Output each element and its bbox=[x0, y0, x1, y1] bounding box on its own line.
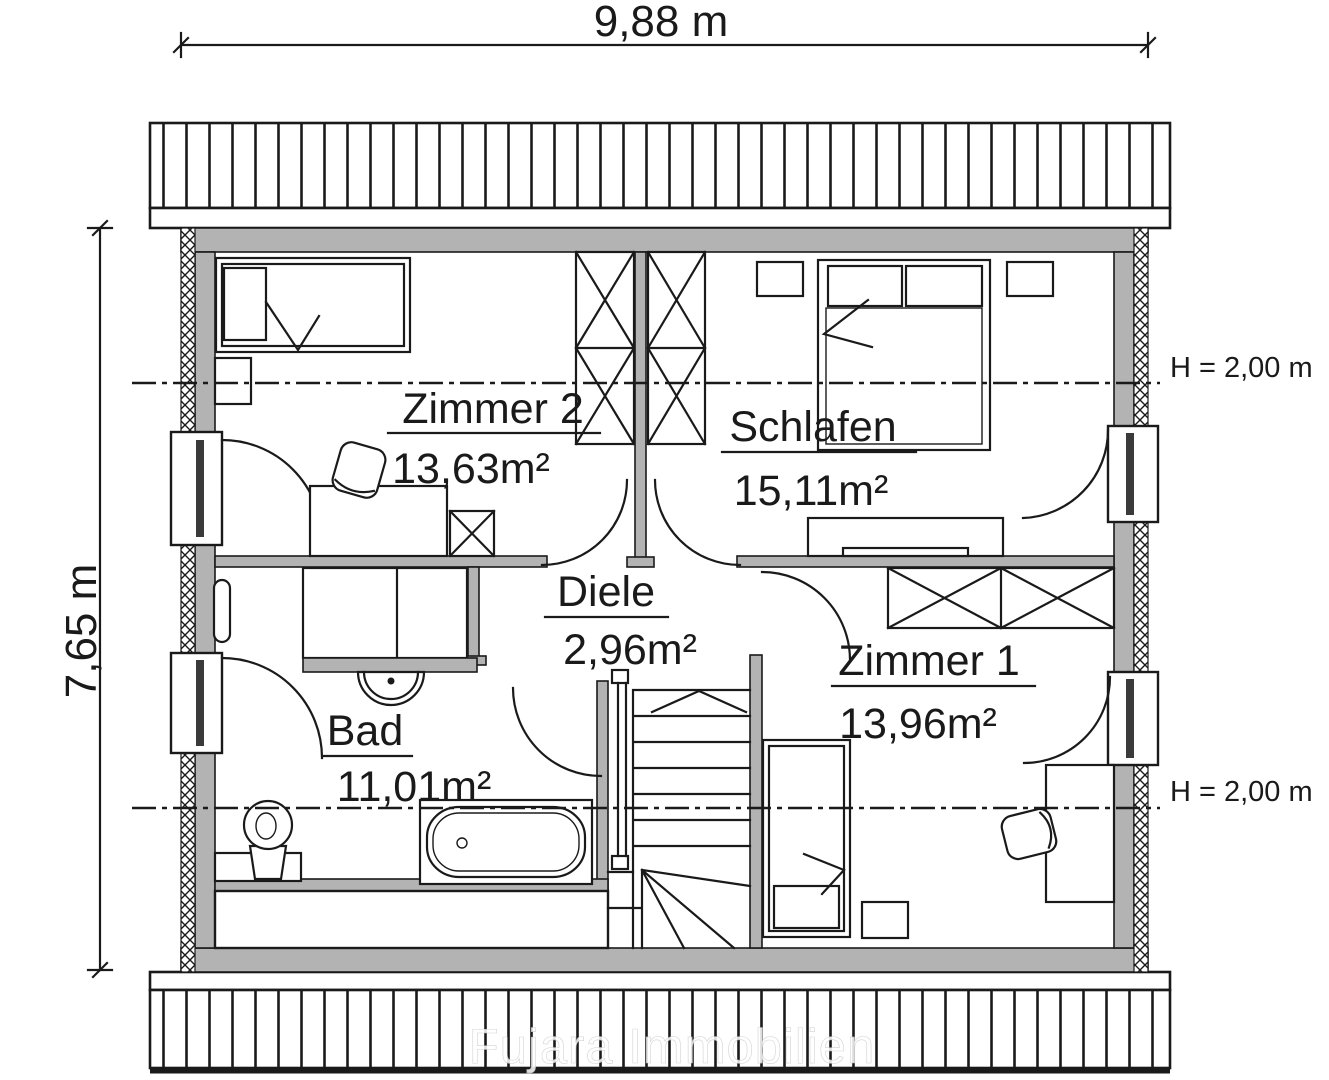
room-area: 15,11m² bbox=[734, 467, 889, 515]
nightstand bbox=[860, 900, 910, 940]
blanket-fold bbox=[821, 298, 874, 349]
stair-winder-treads bbox=[606, 868, 752, 950]
chair bbox=[1000, 807, 1058, 861]
room-label-diele: Diele 2,96m² bbox=[543, 568, 697, 674]
nightstand bbox=[213, 356, 253, 406]
height-marker-label: H = 2,00 m bbox=[1170, 352, 1313, 384]
door-zimmer1-arc bbox=[760, 570, 852, 662]
blanket-fold bbox=[264, 300, 321, 353]
door-bad-arc bbox=[511, 686, 603, 778]
drain-icon bbox=[456, 837, 468, 849]
stair-direction-arrow-icon bbox=[650, 689, 748, 714]
wardrobe-right bbox=[646, 250, 707, 446]
watermark-text: Fujara Immobilien bbox=[469, 1020, 875, 1074]
room-name: Zimmer 1 bbox=[838, 637, 1020, 685]
sink-halfwall bbox=[302, 657, 478, 673]
room-area: 2,96m² bbox=[563, 626, 697, 674]
wardrobe bbox=[886, 566, 1116, 630]
wall-stairs-zimmer1 bbox=[749, 654, 763, 949]
bed-single bbox=[761, 738, 852, 939]
window-right-schlafen bbox=[1021, 424, 1160, 524]
sideboard bbox=[806, 516, 1005, 558]
dimension-top: 9,88 m bbox=[172, 0, 1157, 59]
roof-overhang-bottom bbox=[148, 970, 1172, 1074]
room-label-zimmer2: Zimmer 2 13,63m² bbox=[386, 385, 602, 493]
room-name: Bad bbox=[327, 707, 404, 755]
knee-storage-strip bbox=[213, 889, 610, 950]
roof-overhang-top bbox=[148, 121, 1172, 230]
furniture-schlafen bbox=[646, 250, 1055, 558]
toilet bbox=[213, 799, 303, 883]
wall-right-insulation-hatch bbox=[1133, 227, 1149, 973]
wardrobe-left bbox=[574, 250, 636, 446]
window-glass-icon bbox=[196, 440, 204, 537]
wall-zimmer2-bottom bbox=[214, 555, 548, 568]
door-arcs bbox=[511, 478, 852, 778]
pillow bbox=[826, 264, 904, 308]
window-swing-arc bbox=[1022, 675, 1112, 765]
furniture-zimmer1 bbox=[761, 566, 1116, 940]
room-name: Schlafen bbox=[729, 403, 896, 451]
railing-post bbox=[610, 668, 630, 685]
nightstand-right bbox=[1005, 260, 1055, 298]
radiator bbox=[212, 578, 232, 644]
wall-top bbox=[180, 227, 1149, 253]
wall-right bbox=[1113, 251, 1135, 949]
pillow bbox=[904, 264, 984, 308]
bed-double bbox=[816, 258, 992, 452]
stair-treads bbox=[631, 688, 752, 950]
exterior-walls bbox=[180, 227, 1149, 973]
room-label-schlafen: Schlafen 15,11m² bbox=[720, 403, 918, 515]
nightstand-left bbox=[755, 260, 805, 298]
wall-spine-foot bbox=[626, 556, 655, 568]
height-marker-upper: H = 2,00 m bbox=[132, 352, 1313, 385]
chair bbox=[331, 441, 387, 499]
room-label-zimmer1: Zimmer 1 13,96m² bbox=[830, 637, 1037, 748]
wall-left bbox=[194, 251, 216, 949]
wall-bad-diele bbox=[467, 566, 480, 664]
room-area: 13,63m² bbox=[392, 445, 550, 493]
dimension-left: 7,65 m bbox=[57, 219, 114, 979]
room-name: Diele bbox=[557, 568, 655, 616]
room-label-bad: Bad 11,01m² bbox=[321, 707, 492, 811]
sink bbox=[356, 670, 426, 707]
window-glass-icon bbox=[1126, 433, 1134, 515]
wall-left-insulation-hatch bbox=[180, 227, 196, 973]
blanket-fold bbox=[802, 852, 846, 896]
window-glass-icon bbox=[196, 660, 204, 746]
door-schlafen-arc bbox=[653, 478, 742, 567]
window-swing-arc bbox=[1021, 428, 1110, 520]
railing bbox=[616, 681, 628, 858]
door-zimmer2-arc bbox=[540, 478, 629, 567]
desk bbox=[1044, 763, 1116, 904]
window-left-bad bbox=[169, 651, 324, 760]
wall-bottom bbox=[180, 947, 1149, 973]
crate-box bbox=[448, 509, 496, 558]
window-swing-arc bbox=[220, 656, 324, 760]
dimension-height-label: 7,65 m bbox=[57, 564, 106, 699]
room-name: Zimmer 2 bbox=[402, 385, 584, 433]
furniture-bad bbox=[212, 566, 594, 886]
railing-post bbox=[610, 854, 630, 871]
window-right-zimmer1 bbox=[1022, 670, 1160, 767]
bed-single bbox=[214, 256, 412, 354]
pillow bbox=[772, 884, 841, 930]
wall-schlafen-bottom bbox=[736, 555, 1115, 568]
height-marker-lower: H = 2,00 m bbox=[132, 776, 1313, 810]
furniture-zimmer2 bbox=[213, 250, 636, 558]
window-glass-icon bbox=[1126, 679, 1134, 758]
dimension-width-label: 9,88 m bbox=[594, 0, 729, 46]
room-area: 11,01m² bbox=[337, 763, 492, 811]
bathtub bbox=[418, 798, 594, 886]
room-area: 13,96m² bbox=[839, 700, 997, 748]
height-marker-label: H = 2,00 m bbox=[1170, 776, 1313, 808]
staircase bbox=[606, 668, 752, 950]
desk bbox=[308, 484, 449, 558]
pillow bbox=[222, 266, 268, 342]
wall-center-spine bbox=[634, 251, 647, 561]
shower bbox=[301, 566, 469, 660]
